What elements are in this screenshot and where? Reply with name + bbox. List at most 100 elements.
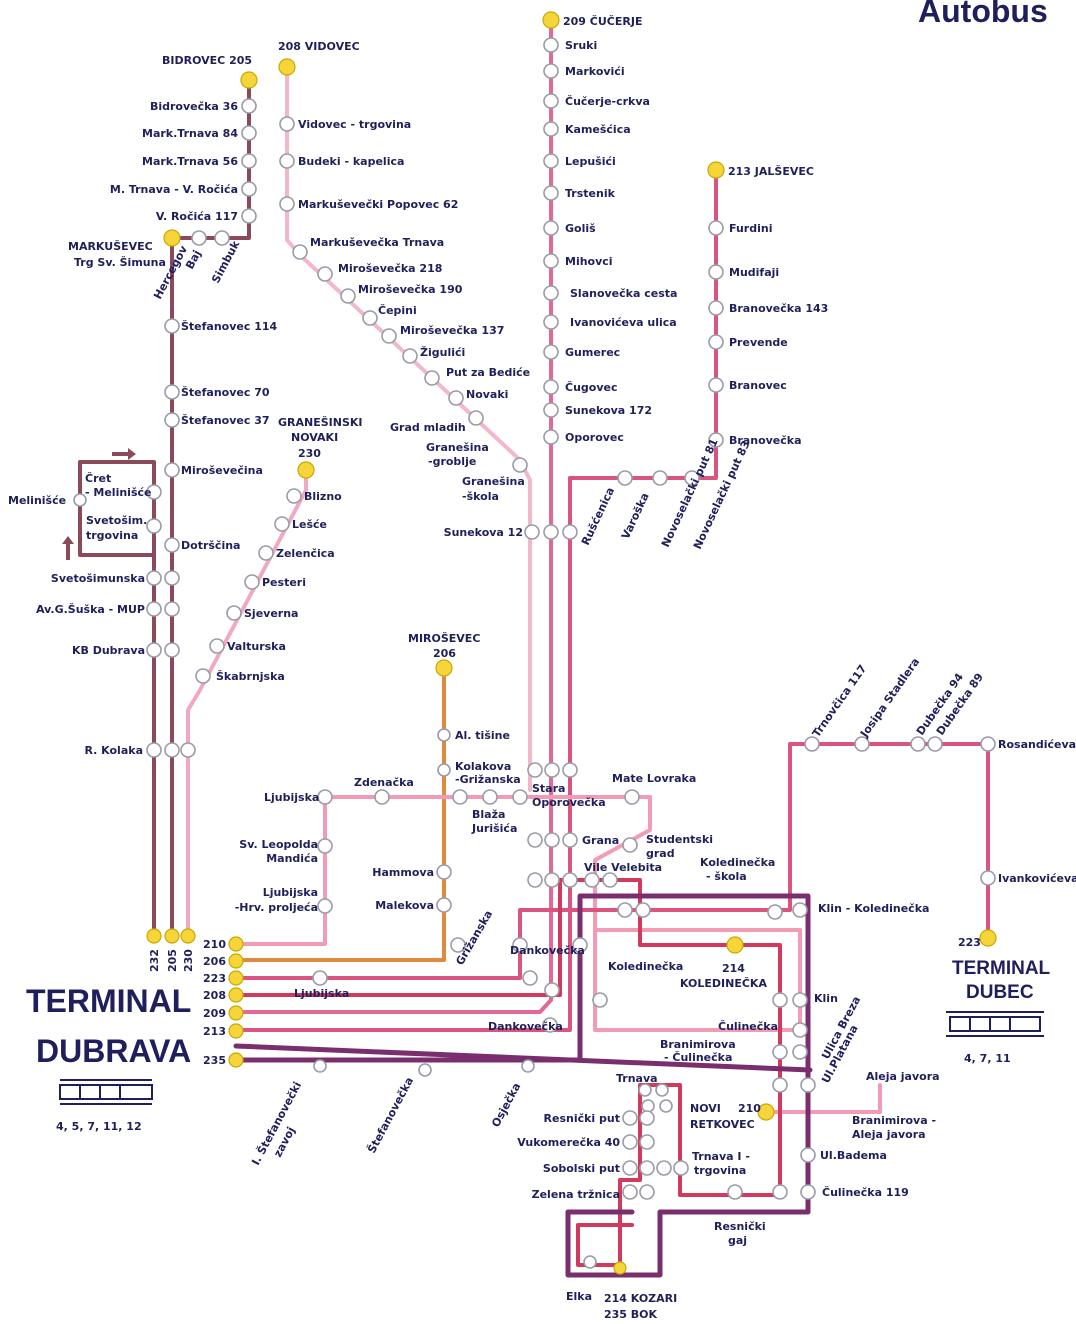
- stop-marker[interactable]: [274, 516, 290, 532]
- stop-marker[interactable]: [792, 992, 808, 1008]
- stop-marker[interactable]: [584, 872, 600, 888]
- stop-marker[interactable]: [468, 410, 484, 426]
- terminus-marker[interactable]: [613, 1261, 627, 1275]
- stop-marker[interactable]: [512, 937, 528, 953]
- stop-marker[interactable]: [317, 838, 333, 854]
- stop-marker[interactable]: [164, 462, 180, 478]
- stop-marker[interactable]: [772, 1044, 788, 1060]
- stop-marker[interactable]: [543, 93, 559, 109]
- stop-marker[interactable]: [708, 377, 724, 393]
- stop-marker[interactable]: [381, 328, 397, 344]
- stop-marker[interactable]: [622, 1110, 638, 1126]
- stop-marker[interactable]: [317, 789, 333, 805]
- stop-marker[interactable]: [543, 153, 559, 169]
- terminus-marker[interactable]: [228, 953, 244, 969]
- stop-marker[interactable]: [622, 837, 638, 853]
- stop-marker[interactable]: [542, 1017, 558, 1033]
- stop-marker[interactable]: [910, 736, 926, 752]
- stop-marker[interactable]: [226, 605, 242, 621]
- stop-marker[interactable]: [543, 253, 559, 269]
- stop-marker[interactable]: [241, 98, 257, 114]
- terminus-marker[interactable]: [228, 1023, 244, 1039]
- stop-marker[interactable]: [180, 742, 196, 758]
- stop-marker[interactable]: [164, 601, 180, 617]
- stop-marker[interactable]: [543, 524, 559, 540]
- stop-marker[interactable]: [374, 789, 390, 805]
- stop-marker[interactable]: [146, 742, 162, 758]
- stop-marker[interactable]: [402, 348, 418, 364]
- stop-marker[interactable]: [544, 872, 560, 888]
- stop-marker[interactable]: [448, 390, 464, 406]
- stop-marker[interactable]: [437, 763, 451, 777]
- stop-marker[interactable]: [656, 1160, 672, 1176]
- stop-marker[interactable]: [792, 902, 808, 918]
- stop-marker[interactable]: [617, 470, 633, 486]
- terminus-marker[interactable]: [228, 987, 244, 1003]
- stop-marker[interactable]: [524, 524, 540, 540]
- stop-marker[interactable]: [164, 384, 180, 400]
- terminus-marker[interactable]: [757, 1103, 775, 1121]
- stop-marker[interactable]: [436, 897, 452, 913]
- stop-marker[interactable]: [164, 412, 180, 428]
- stop-marker[interactable]: [164, 642, 180, 658]
- stop-marker[interactable]: [562, 762, 578, 778]
- stop-marker[interactable]: [241, 153, 257, 169]
- stop-marker[interactable]: [624, 789, 640, 805]
- stop-marker[interactable]: [164, 318, 180, 334]
- stop-marker[interactable]: [708, 432, 724, 448]
- stop-marker[interactable]: [684, 470, 700, 486]
- stop-marker[interactable]: [146, 642, 162, 658]
- stop-marker[interactable]: [195, 668, 211, 684]
- stop-marker[interactable]: [241, 208, 257, 224]
- terminus-marker[interactable]: [164, 928, 180, 944]
- stop-marker[interactable]: [772, 1184, 788, 1200]
- stop-marker[interactable]: [340, 288, 356, 304]
- stop-marker[interactable]: [708, 334, 724, 350]
- terminus-marker[interactable]: [180, 928, 196, 944]
- stop-marker[interactable]: [312, 970, 328, 986]
- stop-marker[interactable]: [527, 832, 543, 848]
- stop-marker[interactable]: [543, 314, 559, 330]
- stop-marker[interactable]: [527, 762, 543, 778]
- stop-marker[interactable]: [927, 736, 943, 752]
- stop-marker[interactable]: [521, 1059, 535, 1073]
- terminus-marker[interactable]: [435, 659, 453, 677]
- stop-marker[interactable]: [659, 1099, 673, 1113]
- stop-marker[interactable]: [437, 728, 451, 742]
- stop-marker[interactable]: [708, 264, 724, 280]
- stop-marker[interactable]: [543, 429, 559, 445]
- stop-marker[interactable]: [708, 220, 724, 236]
- stop-marker[interactable]: [146, 601, 162, 617]
- stop-marker[interactable]: [638, 1083, 652, 1097]
- stop-marker[interactable]: [772, 992, 788, 1008]
- stop-marker[interactable]: [164, 537, 180, 553]
- terminus-marker[interactable]: [163, 229, 181, 247]
- stop-marker[interactable]: [258, 545, 274, 561]
- stop-marker[interactable]: [641, 1099, 655, 1113]
- stop-marker[interactable]: [244, 574, 260, 590]
- stop-marker[interactable]: [639, 1184, 655, 1200]
- stop-marker[interactable]: [639, 1160, 655, 1176]
- terminus-marker[interactable]: [228, 1052, 244, 1068]
- stop-marker[interactable]: [602, 872, 618, 888]
- stop-marker[interactable]: [652, 470, 668, 486]
- stop-marker[interactable]: [673, 1160, 689, 1176]
- stop-marker[interactable]: [543, 220, 559, 236]
- terminus-marker[interactable]: [228, 936, 244, 952]
- stop-marker[interactable]: [436, 864, 452, 880]
- stop-marker[interactable]: [772, 1077, 788, 1093]
- stop-marker[interactable]: [792, 1022, 808, 1038]
- stop-marker[interactable]: [424, 370, 440, 386]
- stop-marker[interactable]: [214, 230, 230, 246]
- stop-marker[interactable]: [543, 63, 559, 79]
- stop-marker[interactable]: [512, 789, 528, 805]
- stop-marker[interactable]: [452, 789, 468, 805]
- terminus-marker[interactable]: [228, 970, 244, 986]
- stop-marker[interactable]: [562, 524, 578, 540]
- stop-marker[interactable]: [543, 344, 559, 360]
- terminus-marker[interactable]: [707, 161, 725, 179]
- stop-marker[interactable]: [708, 300, 724, 316]
- stop-marker[interactable]: [362, 310, 378, 326]
- stop-marker[interactable]: [191, 230, 207, 246]
- terminus-marker[interactable]: [979, 929, 997, 947]
